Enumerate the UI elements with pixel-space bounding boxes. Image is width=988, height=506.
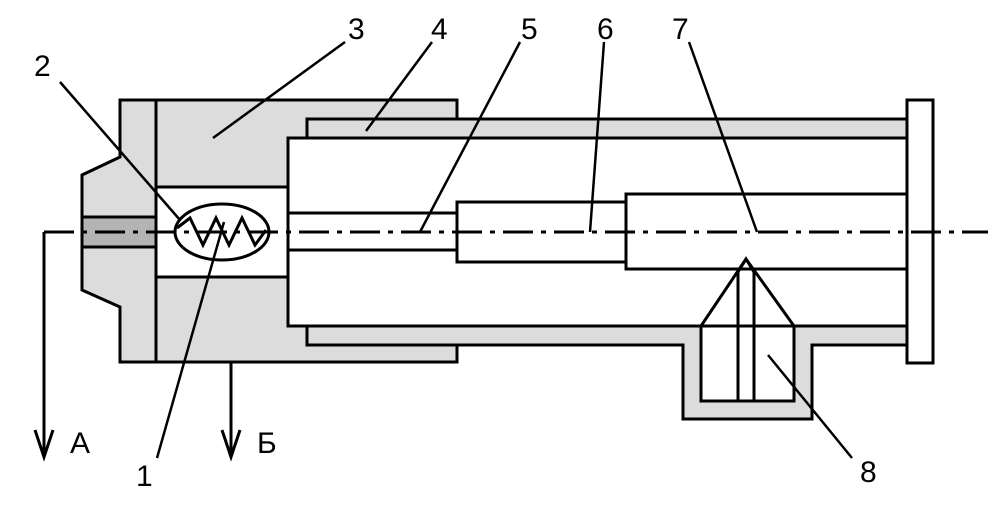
flow-b-arrowhead <box>220 429 242 462</box>
label-3: 3 <box>348 13 365 46</box>
needle-stem <box>736 256 756 401</box>
outlet-pocket <box>699 324 796 403</box>
leader-3 <box>212 40 346 140</box>
label-8: 8 <box>860 456 877 489</box>
label-6: 6 <box>597 13 614 46</box>
leader-6 <box>588 41 606 233</box>
label-4: 4 <box>431 13 448 46</box>
leader-1 <box>155 221 226 459</box>
leader-4 <box>364 41 434 132</box>
leader-5 <box>418 41 522 233</box>
label-flow-b: Б <box>257 427 277 460</box>
leader-7 <box>687 41 759 233</box>
label-7: 7 <box>672 13 689 46</box>
leader-2 <box>59 81 181 221</box>
leader-8 <box>767 354 853 459</box>
label-1: 1 <box>136 460 153 493</box>
label-2: 2 <box>34 50 51 83</box>
label-flow-a: А <box>70 427 90 460</box>
label-5: 5 <box>521 13 538 46</box>
flow-a-arrowhead <box>33 429 55 462</box>
